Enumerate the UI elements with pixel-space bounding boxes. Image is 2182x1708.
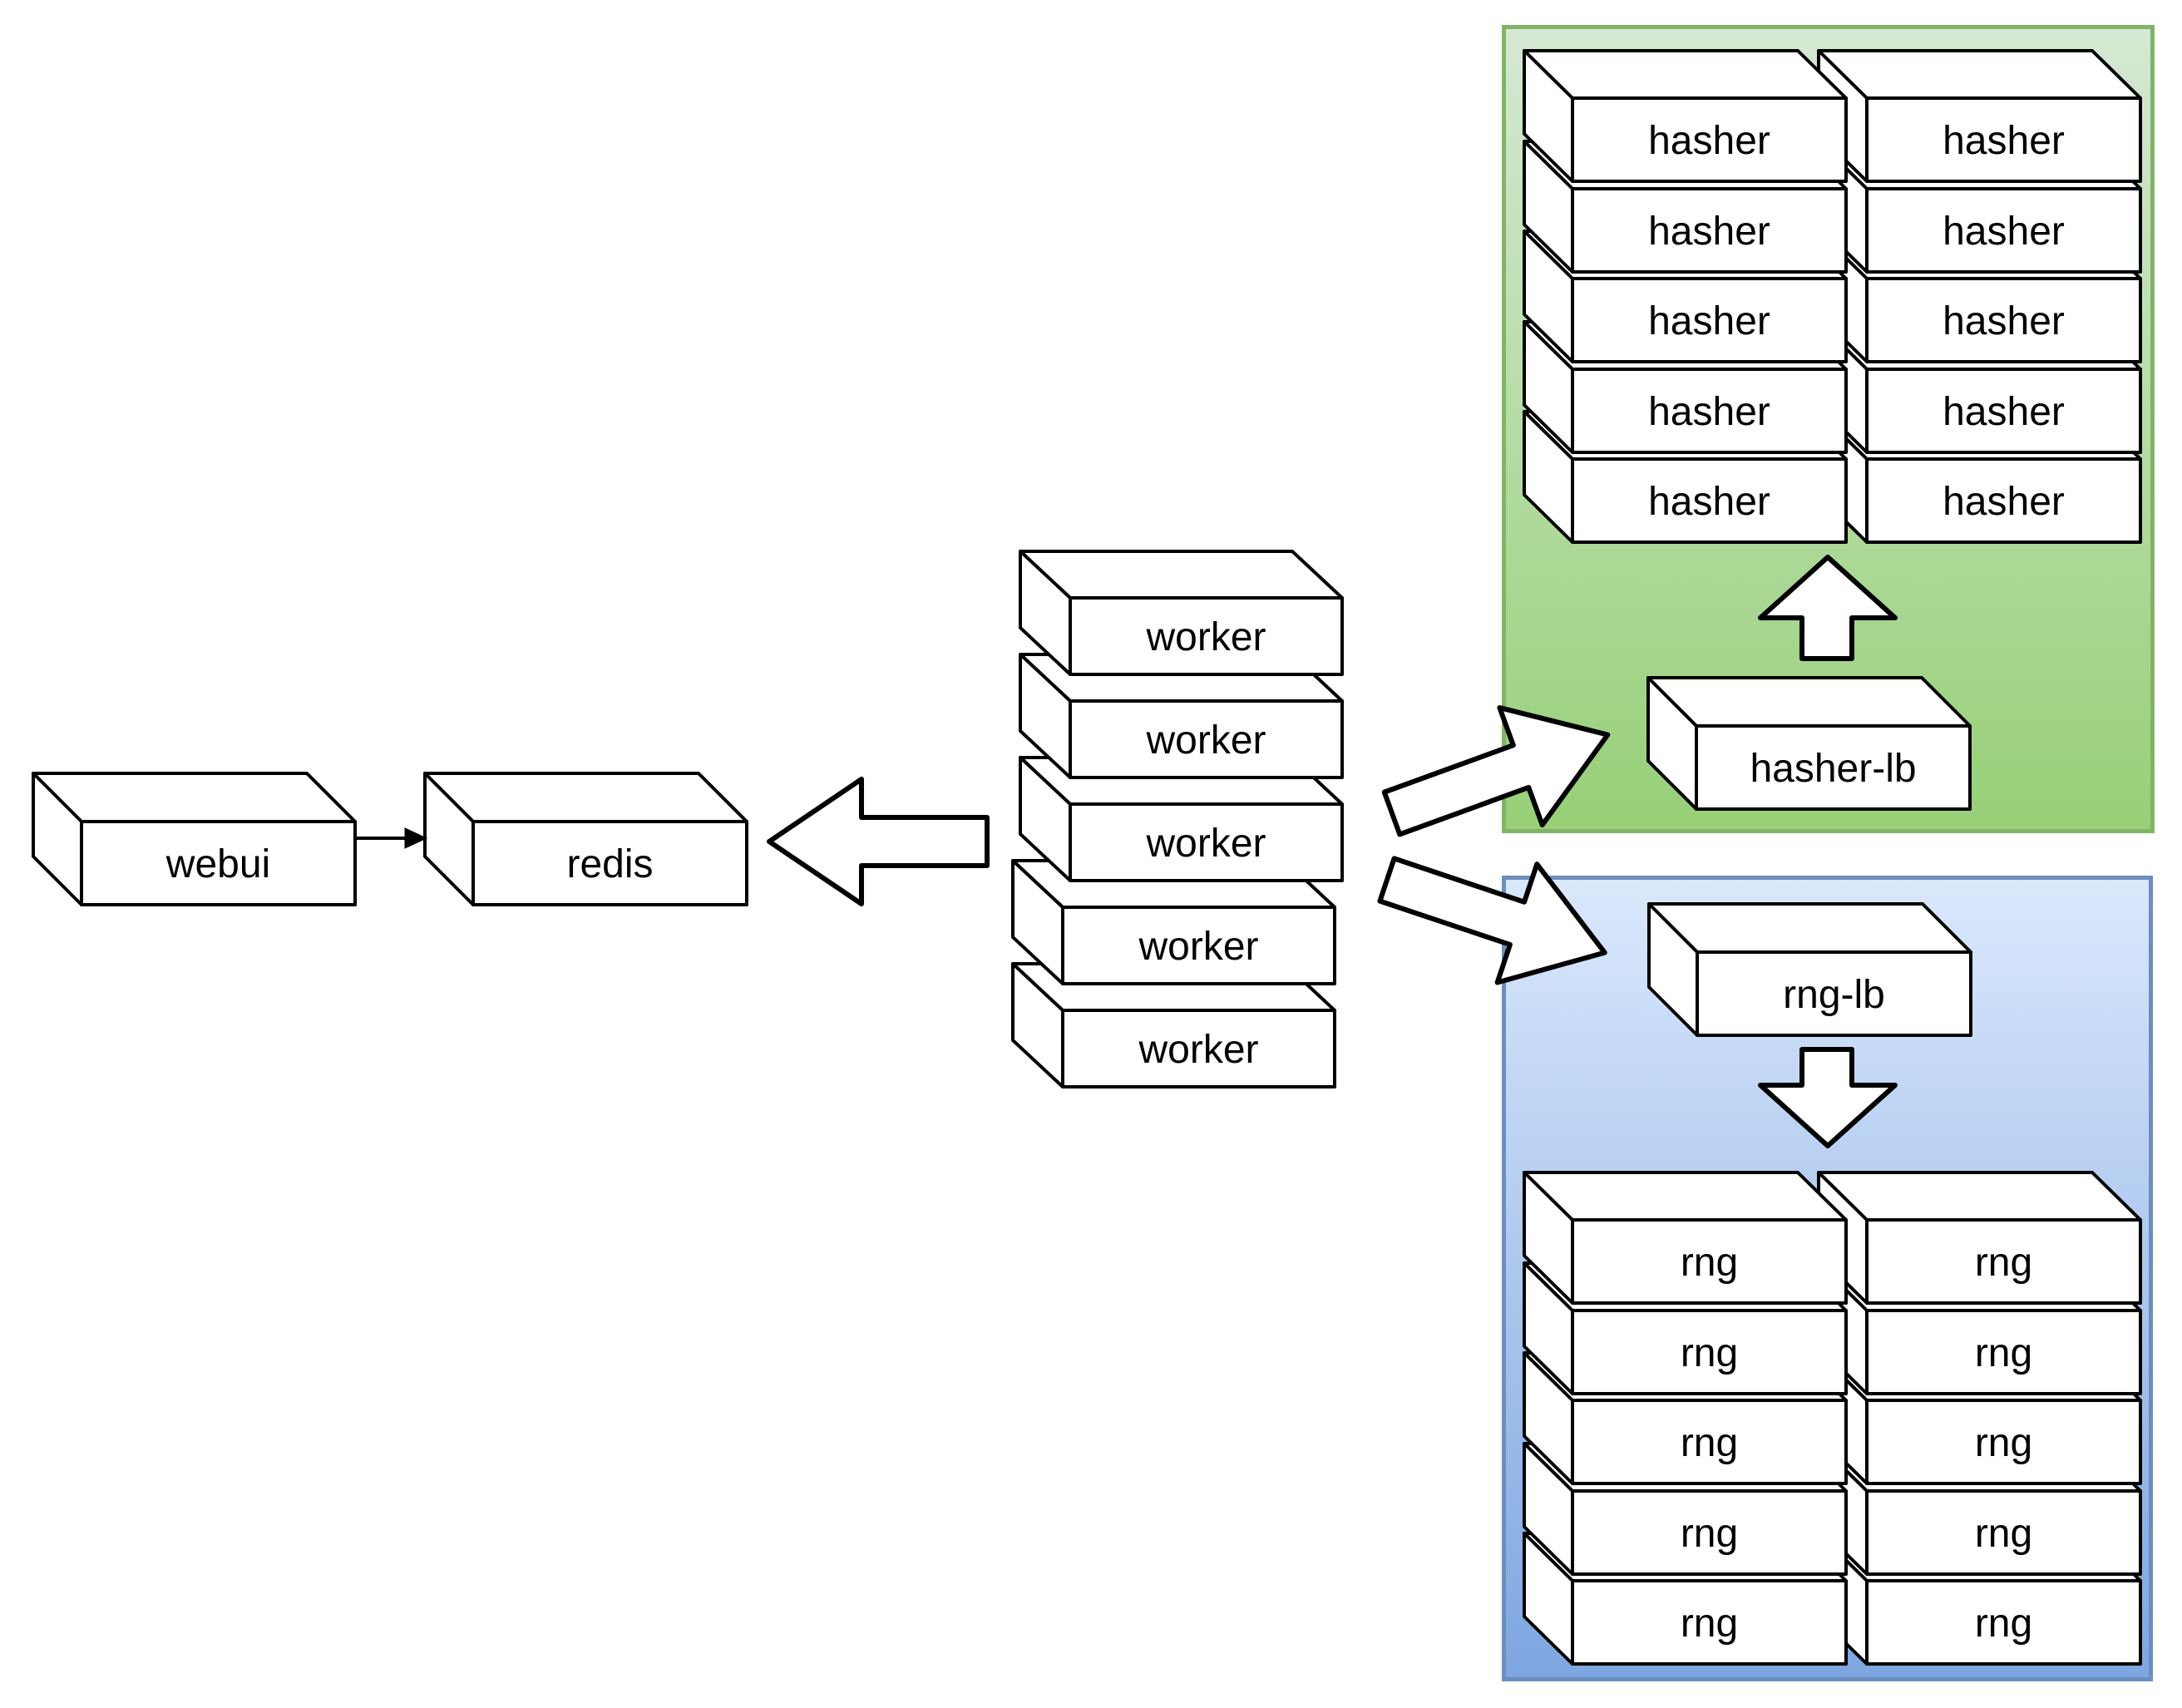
hasher-lb-node-front-face: [1695, 724, 1972, 811]
arrow-worker-to-rng-lb-shape: [1377, 856, 1607, 985]
webui-node-front-face: [80, 820, 357, 906]
arrow-webui-to-redis: [353, 822, 430, 859]
rng-box-10-label: rng: [1975, 1602, 2032, 1646]
hasher-box-1: hasher: [1523, 49, 1848, 183]
hasher-box-8-front-face: [1865, 277, 2142, 363]
hasher-lb-node-top-face: [1646, 676, 1972, 728]
rng-box-6-label: rng: [1975, 1241, 2032, 1285]
arrow-rng-lb-to-rngs: [1757, 1046, 1898, 1149]
worker-box-4-front-face: [1061, 906, 1336, 985]
worker-box-4-label: worker: [1138, 925, 1258, 969]
arrow-webui-to-redis-head: [404, 827, 428, 849]
hasher-box-7-front-face: [1865, 187, 2142, 274]
arrow-worker-to-redis: [766, 776, 990, 907]
webui-node: webui: [32, 772, 357, 906]
hasher-box-4-label: hasher: [1648, 390, 1770, 434]
rng-box-6-top-face: [1817, 1171, 2142, 1222]
hasher-lb-node: hasher-lb: [1646, 676, 1972, 811]
worker-box-3-front-face: [1069, 802, 1344, 882]
worker-box-2-front-face: [1069, 699, 1344, 779]
arrow-worker-to-rng-lb: [1363, 817, 1628, 1016]
worker-box-5-front-face: [1061, 1009, 1336, 1088]
hasher-box-7-label: hasher: [1943, 210, 2065, 254]
rng-lb-node-label: rng-lb: [1783, 973, 1885, 1017]
arrow-worker-to-hasher-lb: [1366, 672, 1633, 876]
rng-box-3-label: rng: [1681, 1421, 1738, 1465]
arrow-hasher-lb-to-hashers-shape: [1758, 555, 1898, 661]
rng-box-5-label: rng: [1681, 1602, 1738, 1646]
redis-node-top-face: [423, 772, 748, 823]
redis-node-label: redis: [566, 842, 653, 886]
rng-box-1: rng: [1523, 1171, 1848, 1305]
hasher-box-5-front-face: [1571, 457, 1848, 544]
rng-box-9-front-face: [1865, 1489, 2142, 1576]
hasher-box-9-front-face: [1865, 368, 2142, 454]
redis-node: redis: [423, 772, 748, 906]
rng-box-8-front-face: [1865, 1399, 2142, 1485]
rng-box-6-front-face: [1865, 1218, 2142, 1305]
webui-node-top-face: [32, 772, 357, 823]
hasher-box-1-front-face: [1571, 96, 1848, 183]
arrow-rng-lb-to-rngs-shape: [1758, 1047, 1898, 1148]
arrow-worker-to-redis-shape: [767, 777, 990, 906]
hasher-box-3-front-face: [1571, 277, 1848, 363]
rng-box-4-label: rng: [1681, 1512, 1738, 1556]
hasher-box-8-label: hasher: [1943, 299, 2065, 343]
rng-box-1-top-face: [1523, 1171, 1848, 1222]
rng-box-8-label: rng: [1975, 1421, 2032, 1465]
hasher-box-4-front-face: [1571, 368, 1848, 454]
rng-box-9: rng: [1817, 1442, 2142, 1576]
rng-box-2-label: rng: [1681, 1331, 1738, 1375]
rng-lb-node: rng-lb: [1647, 902, 1972, 1037]
worker-box-1: worker: [1019, 550, 1344, 676]
rng-box-10-front-face: [1865, 1579, 2142, 1666]
hasher-box-1-label: hasher: [1648, 119, 1770, 163]
webui-node-label: webui: [165, 842, 270, 886]
rng-box-7-label: rng: [1975, 1331, 2032, 1375]
redis-node-front-face: [471, 820, 748, 906]
hasher-box-10-front-face: [1865, 457, 2142, 544]
hasher-box-5-label: hasher: [1648, 480, 1770, 524]
rng-box-6: rng: [1817, 1171, 2142, 1305]
arrow-hasher-lb-to-hashers: [1757, 553, 1898, 663]
hasher-box-6-front-face: [1865, 96, 2142, 183]
hasher-box-6-label: hasher: [1943, 119, 2065, 163]
worker-box-1-front-face: [1069, 596, 1344, 676]
hasher-box-10-label: hasher: [1943, 480, 2065, 524]
rng-lb-node-top-face: [1647, 902, 1972, 954]
rng-lb-node-front-face: [1696, 950, 1972, 1037]
hasher-box-6-top-face: [1817, 49, 2142, 100]
arrow-worker-to-hasher-lb-shape: [1381, 705, 1611, 837]
rng-box-5-front-face: [1571, 1579, 1848, 1666]
rng-box-9-label: rng: [1975, 1512, 2032, 1556]
worker-box-1-top-face: [1019, 550, 1344, 600]
hasher-box-3-label: hasher: [1648, 299, 1770, 343]
rng-box-3-front-face: [1571, 1399, 1848, 1485]
rng-box-4-front-face: [1571, 1489, 1848, 1576]
worker-box-5: worker: [1011, 962, 1336, 1088]
hasher-box-6: hasher: [1817, 49, 2142, 183]
hasher-box-2-front-face: [1571, 187, 1848, 274]
hasher-box-1-top-face: [1523, 49, 1848, 100]
worker-box-1-label: worker: [1145, 615, 1266, 659]
worker-box-5-label: worker: [1138, 1028, 1258, 1072]
rng-box-1-front-face: [1571, 1218, 1848, 1305]
rng-box-2-front-face: [1571, 1309, 1848, 1395]
hasher-box-9-label: hasher: [1943, 390, 2065, 434]
worker-box-2-label: worker: [1145, 718, 1266, 763]
hasher-box-2-label: hasher: [1648, 210, 1770, 254]
hasher-lb-node-label: hasher-lb: [1750, 747, 1916, 791]
rng-box-1-label: rng: [1681, 1241, 1738, 1285]
rng-box-7-front-face: [1865, 1309, 2142, 1395]
worker-box-3-label: worker: [1145, 822, 1266, 866]
